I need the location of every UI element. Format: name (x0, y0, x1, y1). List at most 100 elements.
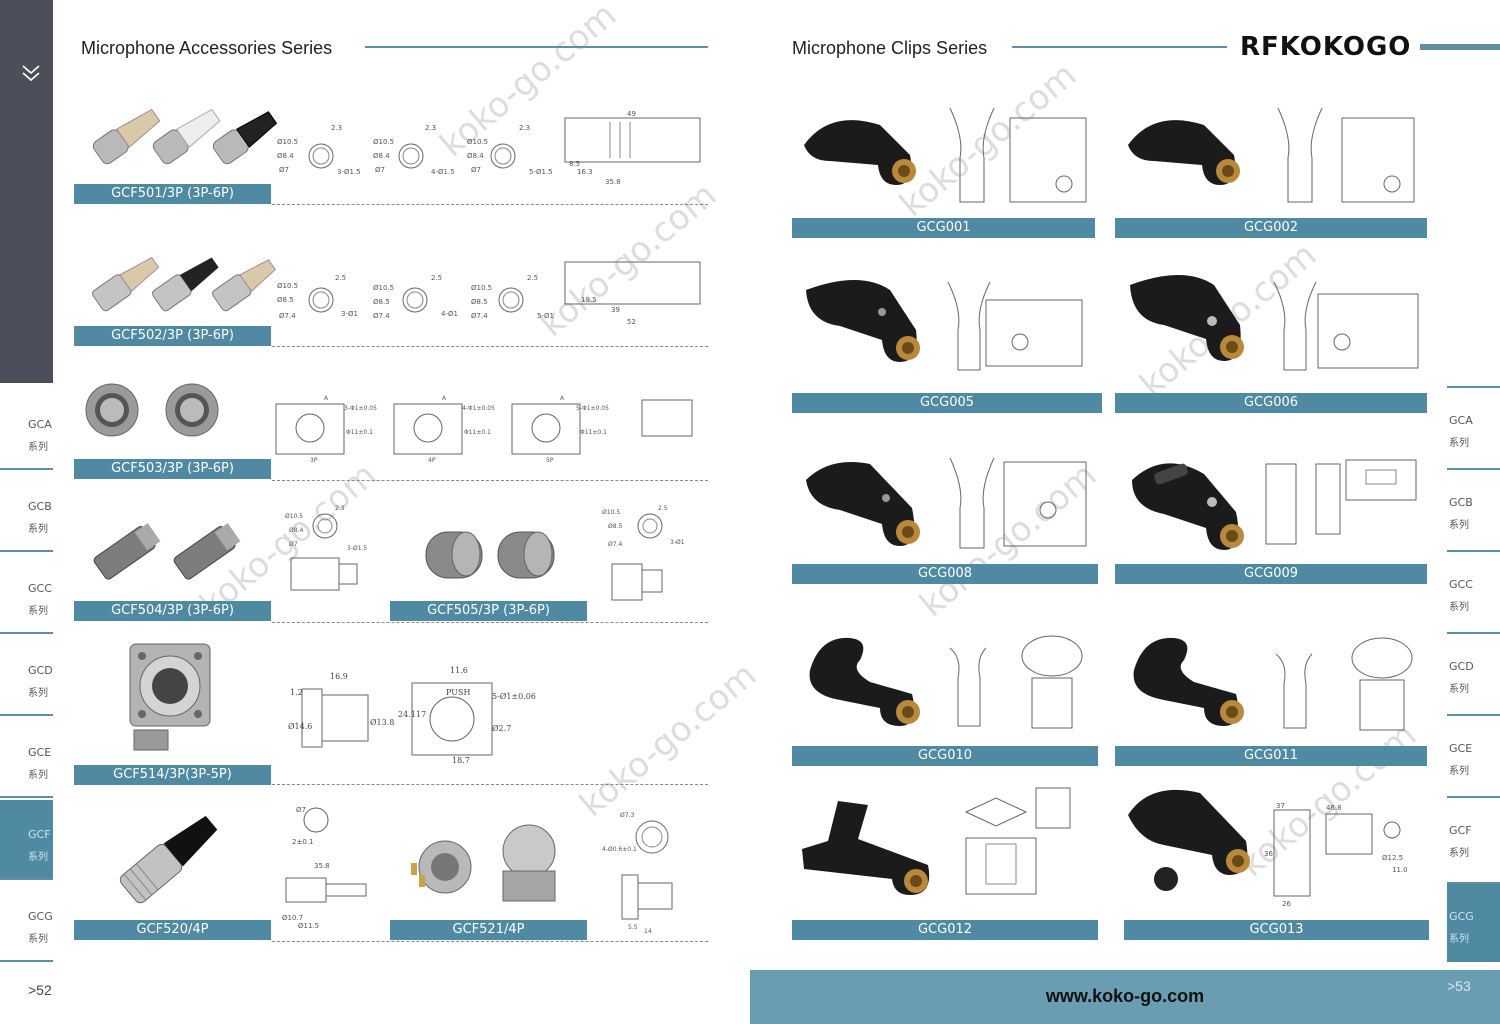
section-title: Microphone Accessories Series (81, 38, 333, 58)
svg-text:2.5: 2.5 (431, 274, 442, 282)
product-label-gcg013: GCG013 (1124, 920, 1429, 940)
svg-text:Ø10.5: Ø10.5 (277, 282, 298, 290)
svg-text:Ø11.5: Ø11.5 (298, 922, 319, 930)
svg-text:2±0.1: 2±0.1 (292, 838, 313, 846)
svg-text:PUSH: PUSH (446, 688, 470, 697)
svg-text:Ø7: Ø7 (375, 166, 385, 174)
svg-text:2.3: 2.3 (519, 124, 530, 132)
svg-text:2.3: 2.3 (335, 505, 345, 512)
svg-text:Ø7: Ø7 (296, 806, 306, 814)
svg-text:5P: 5P (546, 457, 554, 464)
product-photo-gcg008 (800, 450, 930, 555)
drawing-gcg006 (1262, 270, 1422, 380)
brand-logo: RFKOKOGO (1240, 32, 1412, 62)
row-divider (272, 480, 708, 481)
product-photo-gcg013 (1120, 775, 1260, 905)
product-label-gcg002: GCG002 (1115, 218, 1427, 238)
svg-text:46.8: 46.8 (1326, 804, 1342, 812)
drawing-gcg009 (1256, 450, 1426, 550)
footer-bar (750, 970, 1500, 1024)
product-label-gcf521: GCF521/4P (390, 920, 587, 940)
product-photo-gcf514 (128, 640, 218, 760)
svg-text:Ø10.7: Ø10.7 (282, 914, 303, 922)
product-label-gcg012: GCG012 (792, 920, 1098, 940)
svg-text:Ø8.5: Ø8.5 (277, 296, 294, 304)
svg-text:A: A (442, 395, 447, 402)
svg-text:36: 36 (1264, 850, 1273, 858)
svg-text:37: 37 (1276, 802, 1285, 810)
svg-text:4-Ø1: 4-Ø1 (441, 310, 458, 318)
svg-text:5-Φ1±0.05: 5-Φ1±0.05 (576, 405, 609, 412)
product-photo-gcf503 (82, 378, 242, 453)
svg-text:Ø8.5: Ø8.5 (471, 298, 488, 306)
footer-url[interactable]: www.koko-go.com (1045, 986, 1205, 1006)
svg-text:Φ11±0.1: Φ11±0.1 (464, 429, 491, 436)
svg-text:Ø7: Ø7 (289, 541, 298, 548)
chevrons-down-icon[interactable] (20, 62, 54, 90)
product-label-gcg005: GCG005 (792, 393, 1102, 413)
left-nav-panel (0, 0, 53, 383)
svg-text:Ø10.5: Ø10.5 (285, 513, 303, 520)
svg-text:Ø14.6: Ø14.6 (288, 722, 312, 731)
svg-text:Ø7: Ø7 (279, 166, 289, 174)
svg-text:1.2: 1.2 (290, 688, 303, 697)
svg-text:Ø8.4: Ø8.4 (467, 152, 484, 160)
svg-text:35.8: 35.8 (605, 178, 621, 186)
svg-text:4-Φ1±0.05: 4-Φ1±0.05 (462, 405, 495, 412)
svg-text:Ø7.4: Ø7.4 (608, 541, 622, 548)
drawing-gcg005 (936, 270, 1086, 380)
product-photo-gcg002 (1124, 105, 1254, 195)
product-photo-gcg005 (800, 270, 930, 370)
svg-text:16.9: 16.9 (330, 672, 348, 681)
svg-text:3P: 3P (310, 457, 318, 464)
svg-text:5-Ø1±0.06: 5-Ø1±0.06 (492, 692, 536, 701)
row-divider (272, 346, 708, 347)
product-photo-gcg011 (1124, 630, 1254, 735)
product-label-gcf504: GCF504/3P (3P-6P) (74, 601, 271, 621)
svg-text:Ø10.5: Ø10.5 (373, 138, 394, 146)
svg-text:3-Ø1.5: 3-Ø1.5 (337, 168, 361, 176)
svg-text:2.5: 2.5 (658, 505, 668, 512)
svg-text:11.6: 11.6 (450, 666, 468, 675)
svg-text:11.0: 11.0 (1392, 866, 1408, 874)
svg-text:2.3: 2.3 (425, 124, 436, 132)
svg-text:Ø7.4: Ø7.4 (373, 312, 390, 320)
svg-text:Ø8.4: Ø8.4 (277, 152, 294, 160)
product-label-gcf501: GCF501/3P (3P-6P) (74, 184, 271, 204)
row-divider (272, 204, 708, 205)
svg-text:2.3: 2.3 (331, 124, 342, 132)
product-label-gcf505: GCF505/3P (3P-6P) (390, 601, 587, 621)
svg-text:Ø8.4: Ø8.4 (373, 152, 390, 160)
product-photo-gcf505 (420, 518, 580, 593)
svg-text:18.7: 18.7 (452, 756, 470, 765)
page-number: >52 (28, 982, 52, 998)
svg-text:49: 49 (627, 110, 636, 118)
svg-text:39: 39 (611, 306, 620, 314)
drawing-gcg012 (956, 782, 1086, 912)
section-title: Microphone Clips Series (792, 38, 988, 58)
svg-text:Ø8.5: Ø8.5 (373, 298, 390, 306)
svg-text:8.5: 8.5 (569, 160, 580, 168)
svg-text:Ø10.5: Ø10.5 (471, 284, 492, 292)
product-label-gcf514: GCF514/3P(3P-5P) (74, 765, 271, 785)
product-photo-gcf521 (405, 815, 575, 920)
svg-text:2.5: 2.5 (527, 274, 538, 282)
